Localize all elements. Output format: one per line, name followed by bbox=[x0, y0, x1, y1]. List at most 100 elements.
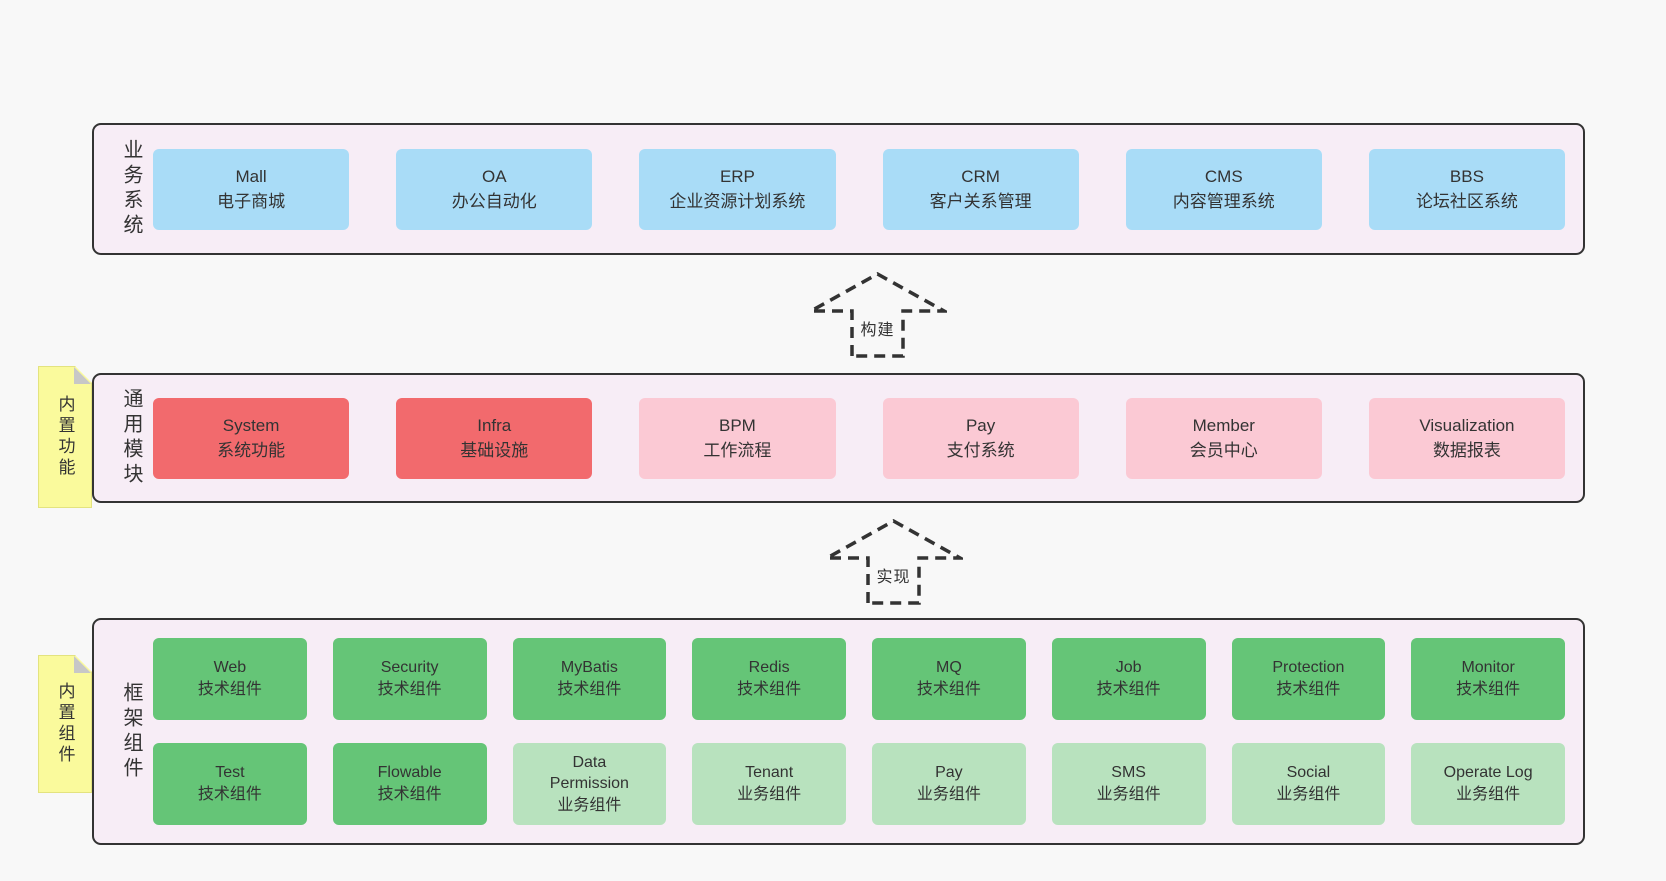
box-title: Pay bbox=[935, 764, 963, 782]
box-title: Web bbox=[213, 659, 247, 677]
box-subtitle: 电子商城 bbox=[217, 192, 286, 211]
box-title: Mall bbox=[235, 166, 267, 186]
box-title: Job bbox=[1115, 659, 1142, 677]
box-subtitle: 技术组件 bbox=[197, 786, 262, 803]
box-title: CMS bbox=[1204, 166, 1243, 186]
box-tenant: Tenant 业务组件 bbox=[692, 743, 846, 825]
box-data-permission: Data Permission 业务组件 bbox=[512, 743, 667, 825]
box-subtitle: 业务组件 bbox=[1276, 786, 1341, 803]
band-modules-label: 通用模块 bbox=[120, 388, 142, 488]
box-subtitle: 技术组件 bbox=[1276, 681, 1341, 698]
box-title: Security bbox=[380, 659, 439, 677]
box-subtitle: 业务组件 bbox=[1096, 786, 1161, 803]
box-pay-module: Pay 支付系统 bbox=[882, 397, 1079, 479]
modules-boxes-row: System 系统功能 Infra 基础设施 BPM 工作流程 Pay 支付系统… bbox=[153, 397, 1583, 479]
sticky-built-in-features: 内置功能 bbox=[38, 366, 92, 508]
box-bbs: BBS 论坛社区系统 bbox=[1368, 148, 1566, 230]
box-title: ERP bbox=[719, 166, 755, 186]
sticky-built-in-components: 内置组件 bbox=[38, 655, 92, 793]
arrow-build-label: 构建 bbox=[857, 316, 898, 340]
box-member: Member 会员中心 bbox=[1125, 397, 1322, 479]
box-title: Data Permission bbox=[549, 753, 629, 793]
box-test: Test 技术组件 bbox=[153, 743, 307, 825]
box-subtitle: 内容管理系统 bbox=[1172, 192, 1275, 211]
box-operate-log: Operate Log 业务组件 bbox=[1411, 743, 1565, 825]
business-boxes-row: Mall 电子商城 OA 办公自动化 ERP 企业资源计划系统 CRM 客户关系… bbox=[153, 148, 1583, 230]
box-system: System 系统功能 bbox=[153, 397, 350, 479]
dashed-up-arrow-icon bbox=[824, 518, 963, 605]
box-subtitle: 支付系统 bbox=[946, 441, 1015, 460]
box-subtitle: 论坛社区系统 bbox=[1415, 192, 1518, 211]
band-common-modules: 通用模块 System 系统功能 Infra 基础设施 BPM 工作流程 Pay… bbox=[92, 373, 1585, 503]
box-visualization: Visualization 数据报表 bbox=[1368, 397, 1566, 479]
arrow-build: 构建 bbox=[808, 271, 947, 359]
box-title: BPM bbox=[719, 415, 756, 435]
box-subtitle: 技术组件 bbox=[737, 681, 802, 698]
box-mq: MQ 技术组件 bbox=[872, 638, 1026, 720]
box-sms: SMS 业务组件 bbox=[1051, 743, 1206, 825]
box-subtitle: 系统功能 bbox=[217, 441, 286, 460]
box-title: MQ bbox=[935, 659, 962, 677]
box-title: CRM bbox=[961, 166, 1000, 186]
box-subtitle: 数据报表 bbox=[1432, 441, 1501, 460]
box-title: Pay bbox=[965, 415, 996, 435]
arrow-implement-label: 实现 bbox=[873, 563, 914, 587]
box-mall: Mall 电子商城 bbox=[153, 148, 350, 230]
box-title: OA bbox=[481, 166, 507, 186]
box-job: Job 技术组件 bbox=[1051, 638, 1206, 720]
box-title: MyBatis bbox=[560, 659, 618, 677]
band-framework-label: 框架组件 bbox=[120, 681, 142, 782]
box-subtitle: 技术组件 bbox=[377, 786, 442, 803]
band-business-label: 业务系统 bbox=[120, 139, 142, 239]
framework-boxes-grid: Web 技术组件 Security 技术组件 MyBatis 技术组件 Redi… bbox=[153, 638, 1583, 825]
box-title: BBS bbox=[1449, 166, 1484, 186]
box-redis: Redis 技术组件 bbox=[692, 638, 846, 720]
box-title: Flowable bbox=[377, 764, 442, 782]
box-bpm: BPM 工作流程 bbox=[639, 397, 836, 479]
box-title: Test bbox=[215, 764, 245, 782]
box-title: Redis bbox=[748, 659, 790, 677]
box-title: Visualization bbox=[1419, 415, 1515, 435]
box-title: Infra bbox=[477, 415, 512, 435]
sticky-label: 内置功能 bbox=[55, 395, 75, 479]
arrow-implement: 实现 bbox=[824, 518, 963, 606]
box-subtitle: 技术组件 bbox=[377, 681, 442, 698]
box-subtitle: 技术组件 bbox=[1096, 681, 1161, 698]
box-title: Social bbox=[1286, 764, 1331, 782]
box-subtitle: 企业资源计划系统 bbox=[669, 192, 806, 211]
box-flowable: Flowable 技术组件 bbox=[332, 743, 487, 825]
box-security: Security 技术组件 bbox=[332, 638, 487, 720]
box-cms: CMS 内容管理系统 bbox=[1125, 148, 1322, 230]
box-crm: CRM 客户关系管理 bbox=[882, 148, 1079, 230]
box-title: SMS bbox=[1111, 764, 1146, 782]
box-oa: OA 办公自动化 bbox=[396, 148, 593, 230]
box-social: Social 业务组件 bbox=[1231, 743, 1386, 825]
box-pay-component: Pay 业务组件 bbox=[872, 743, 1026, 825]
box-infra: Infra 基础设施 bbox=[396, 397, 593, 479]
box-title: System bbox=[222, 415, 280, 435]
box-subtitle: 业务组件 bbox=[737, 786, 802, 803]
box-subtitle: 客户关系管理 bbox=[929, 192, 1032, 211]
box-subtitle: 业务组件 bbox=[557, 796, 622, 814]
box-subtitle: 技术组件 bbox=[197, 681, 262, 698]
box-subtitle: 工作流程 bbox=[703, 441, 772, 460]
box-subtitle: 业务组件 bbox=[916, 786, 981, 803]
box-title: Operate Log bbox=[1443, 764, 1533, 782]
box-subtitle: 会员中心 bbox=[1189, 441, 1258, 460]
box-subtitle: 业务组件 bbox=[1456, 786, 1521, 803]
band-business-systems: 业务系统 Mall 电子商城 OA 办公自动化 ERP 企业资源计划系统 CRM… bbox=[92, 123, 1585, 255]
box-subtitle: 技术组件 bbox=[557, 681, 622, 698]
box-title: Member bbox=[1192, 415, 1255, 435]
box-subtitle: 基础设施 bbox=[460, 441, 529, 460]
box-protection: Protection 技术组件 bbox=[1231, 638, 1386, 720]
dashed-up-arrow-icon bbox=[808, 271, 947, 358]
box-subtitle: 办公自动化 bbox=[451, 192, 537, 211]
sticky-label: 内置组件 bbox=[55, 682, 75, 766]
box-title: Tenant bbox=[745, 764, 794, 782]
box-subtitle: 技术组件 bbox=[916, 681, 981, 698]
box-subtitle: 技术组件 bbox=[1456, 681, 1521, 698]
box-erp: ERP 企业资源计划系统 bbox=[639, 148, 836, 230]
box-title: Monitor bbox=[1461, 659, 1515, 677]
box-mybatis: MyBatis 技术组件 bbox=[512, 638, 667, 720]
